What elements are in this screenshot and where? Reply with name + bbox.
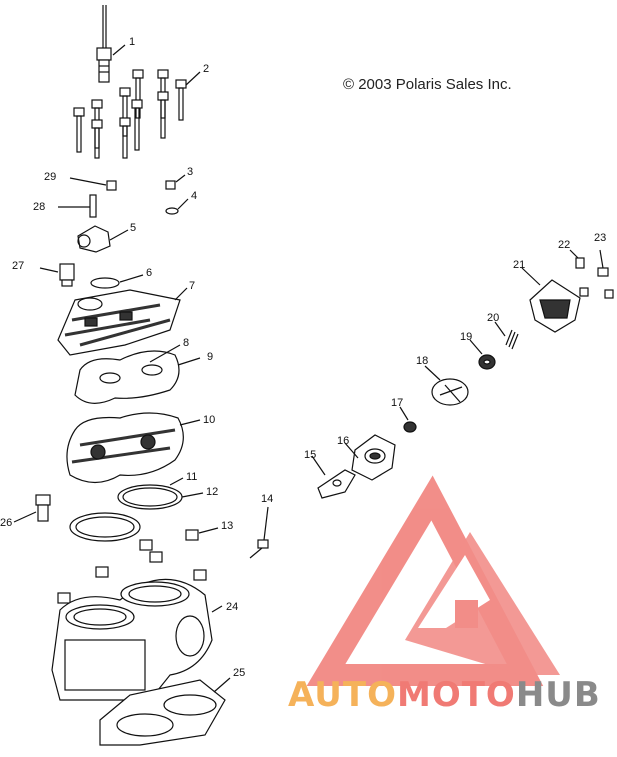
callout-23: 23 (594, 232, 607, 244)
watermark-text-hub: HUB (515, 675, 601, 715)
part-11-ring-gasket (117, 477, 204, 510)
part-14-probe (249, 506, 269, 559)
callout-27: 27 (12, 260, 25, 272)
callout-10: 10 (203, 414, 216, 426)
callout-21: 21 (513, 259, 526, 271)
callout-24: 24 (226, 601, 239, 613)
part-2-bolts (73, 69, 201, 159)
watermark-text-moto: MOTO (396, 675, 516, 715)
watermark-text-auto: AUTO (288, 675, 397, 715)
part-22-bolt (569, 249, 585, 269)
part-26-fitting (13, 494, 51, 523)
callout-26: 26 (0, 517, 13, 529)
callout-8: 8 (183, 337, 190, 349)
part-28-bolt (58, 194, 97, 218)
callout-25: 25 (233, 667, 246, 679)
part-1-sensor (96, 5, 126, 83)
part-3-bolt (165, 174, 186, 190)
part-23-bolt (579, 249, 614, 299)
callout-7: 7 (189, 280, 196, 292)
part-25-base-gasket (99, 677, 231, 746)
callout-22: 22 (558, 239, 571, 251)
watermark-logo (306, 475, 560, 686)
callout-15: 15 (304, 449, 317, 461)
callout-29: 29 (44, 171, 57, 183)
callout-6: 6 (146, 267, 153, 279)
part-6-o-ring (90, 274, 144, 289)
callout-9: 9 (207, 351, 214, 363)
callout-19: 19 (460, 331, 473, 343)
part-4-washer (165, 198, 189, 215)
part-20-shaft-spring (494, 321, 519, 350)
callout-3: 3 (187, 166, 194, 178)
callout-11: 11 (186, 471, 198, 483)
part-5-outlet-elbow (77, 225, 129, 253)
callout-18: 18 (416, 355, 429, 367)
part-10-cylinder-head (66, 412, 201, 484)
callout-5: 5 (130, 222, 137, 234)
part-12-ring-gasket (69, 512, 141, 542)
part-21-pump-cover (521, 267, 581, 333)
callout-4: 4 (191, 190, 198, 202)
callout-14: 14 (261, 493, 274, 505)
callout-12: 12 (206, 486, 219, 498)
callout-1: 1 (129, 36, 136, 48)
part-15-gasket (311, 455, 356, 499)
watermark-text: AUTOMOTOHUB (288, 675, 601, 715)
callout-20: 20 (487, 312, 500, 324)
callout-17: 17 (391, 397, 404, 409)
part-29-bolt (69, 177, 117, 191)
callout-28: 28 (33, 201, 46, 213)
part-17-seal (399, 406, 417, 433)
part-9-gasket (74, 344, 201, 404)
part-27-thermostat (39, 263, 75, 287)
callout-2: 2 (203, 63, 210, 75)
callout-13: 13 (221, 520, 234, 532)
callout-16: 16 (337, 435, 350, 447)
part-16-pump-housing (344, 434, 396, 481)
part-24-cylinder-block (51, 578, 223, 701)
part-13-nuts (57, 527, 219, 604)
part-19-seal (469, 339, 496, 370)
part-18-impeller (424, 365, 469, 406)
copyright-text: © 2003 Polaris Sales Inc. (343, 76, 512, 93)
part-7-head-cover (57, 287, 188, 356)
